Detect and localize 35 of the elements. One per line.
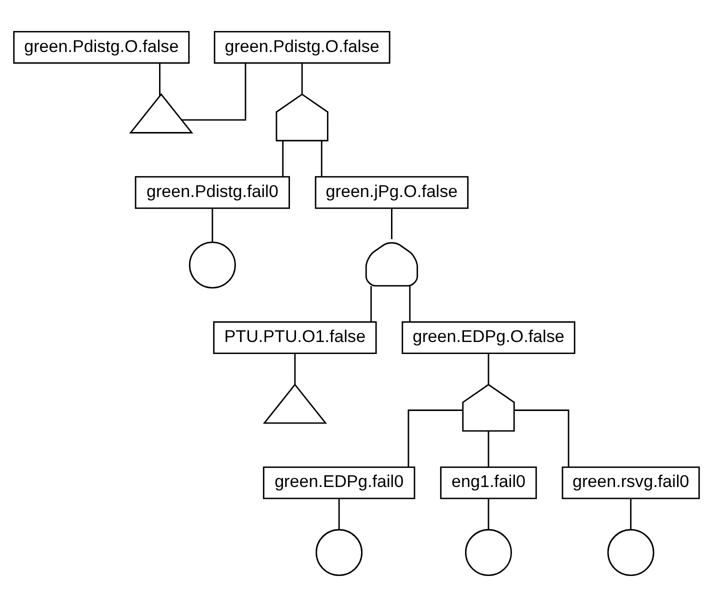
- node-or-gate: [462, 384, 515, 432]
- node-circle: [465, 529, 512, 576]
- connector: [408, 410, 463, 468]
- connector: [370, 286, 372, 322]
- connector: [338, 498, 340, 530]
- node-triangle: [262, 383, 328, 424]
- node-box: green.jPg.O.false: [314, 176, 469, 209]
- connector: [409, 286, 411, 322]
- node-box: green.Pdistg.O.false: [13, 30, 190, 64]
- node-circle: [188, 242, 236, 289]
- node-circle: [316, 529, 363, 576]
- connector: [488, 353, 490, 384]
- node-circle: [607, 529, 654, 576]
- connector: [212, 208, 214, 242]
- connector: [294, 353, 296, 384]
- node-or-gate: [276, 93, 328, 142]
- connector: [630, 498, 632, 530]
- node-box: green.Pdistg.fail0: [134, 176, 290, 209]
- node-box: green.rsvg.fail0: [562, 466, 700, 500]
- connector: [514, 410, 570, 468]
- connector: [391, 208, 392, 240]
- connector: [301, 63, 303, 94]
- node-triangle: [129, 93, 194, 134]
- node-box: green.Pdistg.O.false: [214, 30, 390, 64]
- node-box: PTU.PTU.O1.false: [213, 321, 377, 354]
- connector: [488, 498, 490, 530]
- node-box: green.EDPg.fail0: [262, 466, 416, 500]
- connector: [488, 431, 490, 467]
- connector: [159, 63, 160, 96]
- connector: [282, 140, 284, 177]
- node-box: green.EDPg.O.false: [402, 321, 576, 354]
- connector: [182, 63, 246, 121]
- node-box: eng1.fail0: [440, 466, 537, 500]
- node-and-gate: [365, 242, 418, 286]
- connector: [320, 140, 322, 177]
